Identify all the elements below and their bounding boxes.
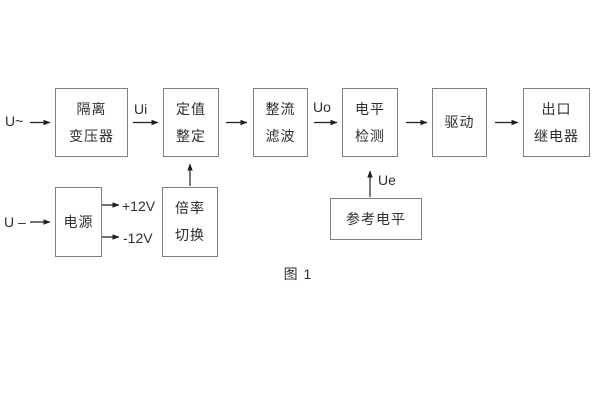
block-power-supply: 电源 (55, 187, 102, 257)
block-reference-level: 参考电平 (330, 198, 422, 240)
block-reference-level-label: 参考电平 (346, 210, 406, 227)
label-uo-signal: Uo (313, 99, 331, 115)
block-level-detect-label: 电平 检测 (355, 100, 385, 144)
block-output-relay-label: 出口 继电器 (534, 100, 579, 144)
figure-caption: 图 1 (283, 266, 313, 282)
block-isolation-transformer: 隔离 变压器 (55, 88, 128, 157)
label-ui-signal: Ui (134, 101, 148, 117)
block-power-supply-label: 电源 (63, 213, 94, 230)
block-setting-adjust-label: 定值 整定 (176, 100, 206, 144)
block-multiplier-switch-label: 倍率 切换 (175, 200, 205, 243)
block-drive-label: 驱动 (444, 114, 475, 130)
block-isolation-transformer-label: 隔离 变压器 (69, 100, 114, 144)
block-setting-adjust: 定值 整定 (163, 88, 219, 157)
block-level-detect: 电平 检测 (342, 88, 398, 157)
label-plus-12v: +12V (122, 198, 156, 214)
block-rectify-filter-label: 整流 滤波 (265, 100, 296, 144)
block-output-relay: 出口 继电器 (523, 88, 590, 157)
label-ac-input: U~ (5, 113, 24, 129)
block-rectify-filter: 整流 滤波 (253, 88, 308, 157)
label-minus-12v: -12V (123, 230, 153, 246)
block-drive: 驱动 (432, 88, 487, 157)
label-ue-signal: Ue (378, 172, 396, 188)
block-multiplier-switch: 倍率 切换 (162, 187, 218, 257)
label-dc-input: U – (4, 214, 26, 230)
